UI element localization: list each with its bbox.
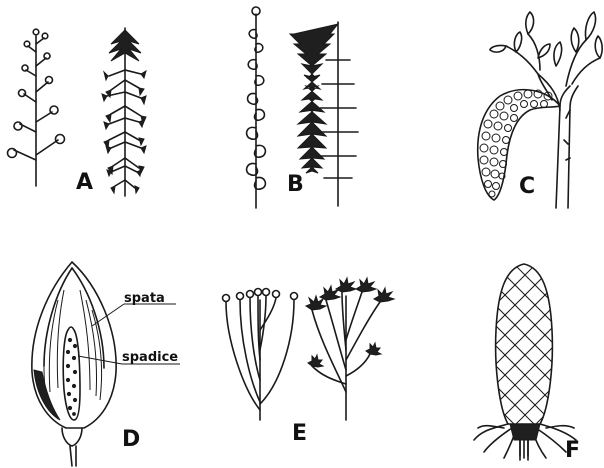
panel-c-letter: C — [519, 174, 535, 199]
panel-d: spata spadice D — [32, 262, 180, 466]
panel-b: B — [247, 7, 358, 208]
panel-a-schematic-raceme — [8, 29, 65, 186]
spadix-label: spadice — [122, 350, 178, 365]
panel-f-letter: F — [565, 438, 580, 463]
panel-e-drawn-corymb — [306, 278, 394, 420]
panel-a-letter: A — [76, 170, 93, 195]
panel-c: C — [478, 12, 602, 208]
panel-a: A — [8, 28, 147, 196]
panel-f: F — [470, 260, 580, 463]
panel-d-letter: D — [122, 427, 140, 452]
panel-c-catkin-branch — [478, 12, 602, 208]
spathe-label: spata — [124, 291, 165, 306]
panel-b-letter: B — [287, 172, 304, 197]
panel-a-drawn-raceme — [102, 28, 146, 196]
panel-e-letter: E — [292, 421, 307, 446]
panel-e-schematic-corymb — [223, 289, 298, 421]
panel-b-schematic-spike — [247, 7, 266, 208]
panel-f-cone — [470, 260, 580, 460]
panel-e: E — [223, 278, 395, 446]
